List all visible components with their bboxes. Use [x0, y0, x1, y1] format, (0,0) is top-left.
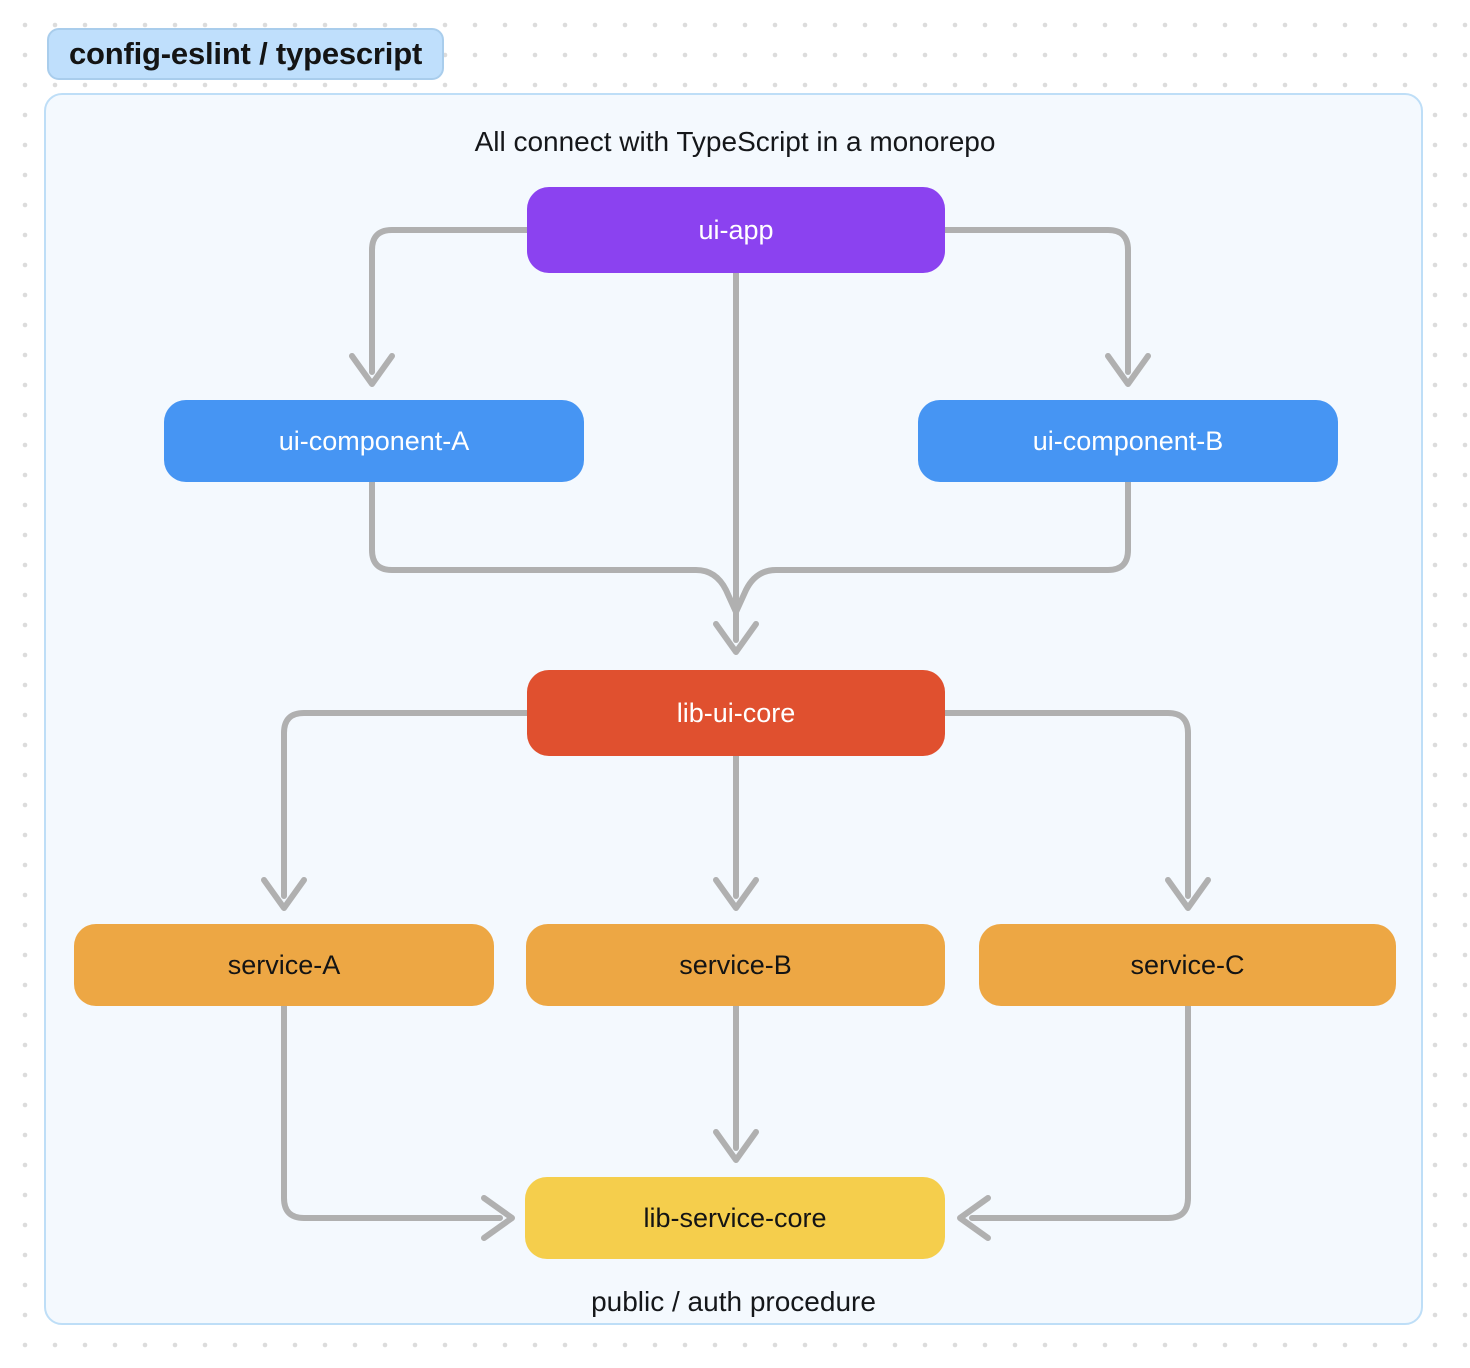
- node-label: lib-service-core: [643, 1202, 827, 1233]
- node-label: ui-component-B: [1032, 425, 1224, 456]
- node-ui-component-a[interactable]: ui-component-A: [164, 400, 584, 482]
- node-lib-ui-core[interactable]: lib-ui-core: [527, 670, 945, 756]
- node-service-a[interactable]: service-A: [74, 924, 494, 1006]
- node-label: lib-ui-core: [676, 697, 796, 728]
- node-label: service-A: [227, 949, 341, 980]
- node-label: service-B: [679, 949, 792, 980]
- node-label: ui-app: [698, 214, 774, 245]
- node-label: ui-component-A: [278, 425, 470, 456]
- node-ui-component-b[interactable]: ui-component-B: [918, 400, 1338, 482]
- caption-bottom: public / auth procedure: [591, 1286, 876, 1317]
- node-service-c[interactable]: service-C: [979, 924, 1396, 1006]
- node-lib-service-core[interactable]: lib-service-core: [525, 1177, 945, 1259]
- caption-top: All connect with TypeScript in a monorep…: [474, 126, 996, 157]
- group-title-badge[interactable]: config-eslint / typescript: [47, 28, 445, 80]
- node-label: service-C: [1130, 949, 1245, 980]
- node-ui-app[interactable]: ui-app: [527, 187, 945, 273]
- node-service-b[interactable]: service-B: [526, 924, 945, 1006]
